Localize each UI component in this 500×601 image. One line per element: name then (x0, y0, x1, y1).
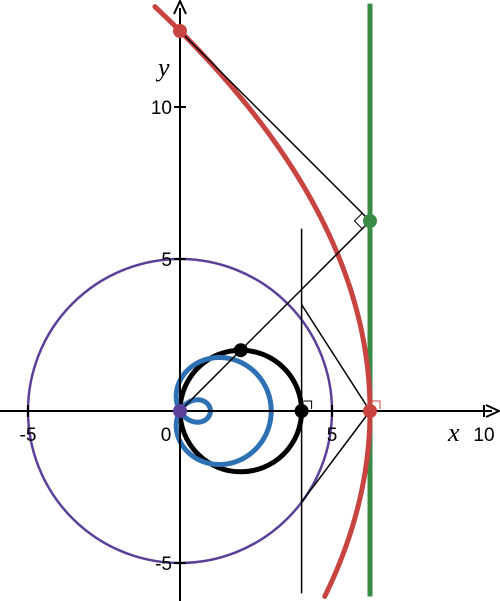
vertical-line-top-to-red-point (300, 304, 371, 412)
y-axis-title: y (155, 53, 170, 82)
x-tick-label: -5 (20, 425, 37, 446)
point-green (363, 214, 377, 228)
points-layer (173, 24, 377, 418)
y-axis-arrow-icon (173, 0, 187, 15)
x-axis-arrow-icon (485, 404, 500, 418)
axis-ticks: -5 0 5 10 -5 5 10 (20, 98, 495, 575)
right-angle-at-black-point (303, 400, 313, 409)
x-axis-title: x (447, 418, 460, 447)
point-red-vertex (363, 404, 377, 418)
point-black-on-axis (294, 404, 309, 418)
construction-layer (179, 30, 381, 503)
x-tick-label: 0 (161, 425, 172, 446)
y-tick-label: 10 (151, 98, 172, 119)
right-angle-at-red-point (372, 400, 381, 409)
y-tick-label: 5 (161, 250, 172, 271)
point-purple-origin (173, 404, 187, 418)
right-angle-at-green-point (353, 212, 363, 230)
y-tick-label: -5 (155, 554, 172, 575)
green-point-to-top-red-point (179, 30, 371, 222)
red-point-to-vertical-line-bottom (301, 410, 371, 503)
point-top-red (173, 24, 187, 38)
point-black-on-circle (233, 343, 248, 358)
x-tick-label: 10 (473, 425, 494, 446)
red-parabola (152, 4, 373, 599)
x-tick-label: 5 (327, 425, 338, 446)
origin-to-green-point (179, 220, 371, 412)
curves-layer (26, 3, 373, 599)
